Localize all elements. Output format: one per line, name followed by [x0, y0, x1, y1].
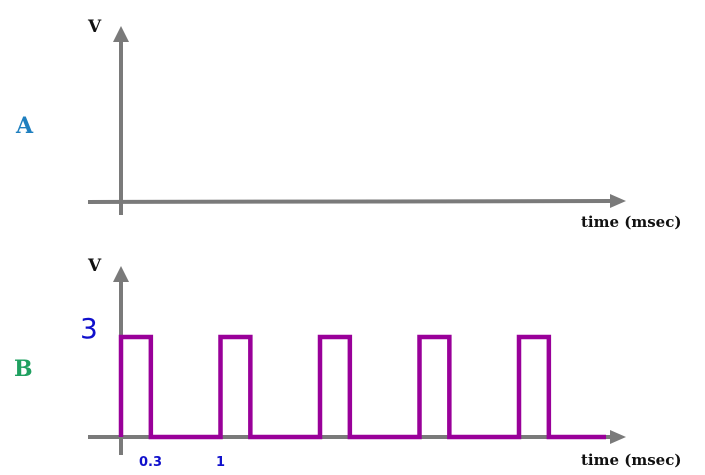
panel-a-x-arrow — [610, 194, 626, 208]
voltage-label: 3 — [80, 312, 98, 345]
panel-b: B V time (msec) 3 0.3 1 — [14, 256, 681, 470]
panel-a: A V time (msec) — [15, 17, 681, 231]
panel-b-label: B — [14, 356, 33, 382]
panel-b-x-arrow — [610, 430, 626, 444]
tick-label-period: 1 — [216, 455, 225, 470]
panel-a-label: A — [15, 113, 34, 139]
panel-a-y-label: V — [87, 17, 102, 37]
panel-a-x-axis — [87, 199, 613, 204]
tick-label-pulse-width: 0.3 — [139, 455, 162, 470]
panel-a-x-label: time (msec) — [581, 213, 681, 231]
panel-b-y-label: V — [87, 256, 102, 276]
panel-a-y-arrow — [113, 26, 129, 42]
panel-b-x-label: time (msec) — [581, 451, 681, 469]
panel-b-y-arrow — [113, 266, 129, 282]
pulse-waveform — [118, 334, 606, 440]
